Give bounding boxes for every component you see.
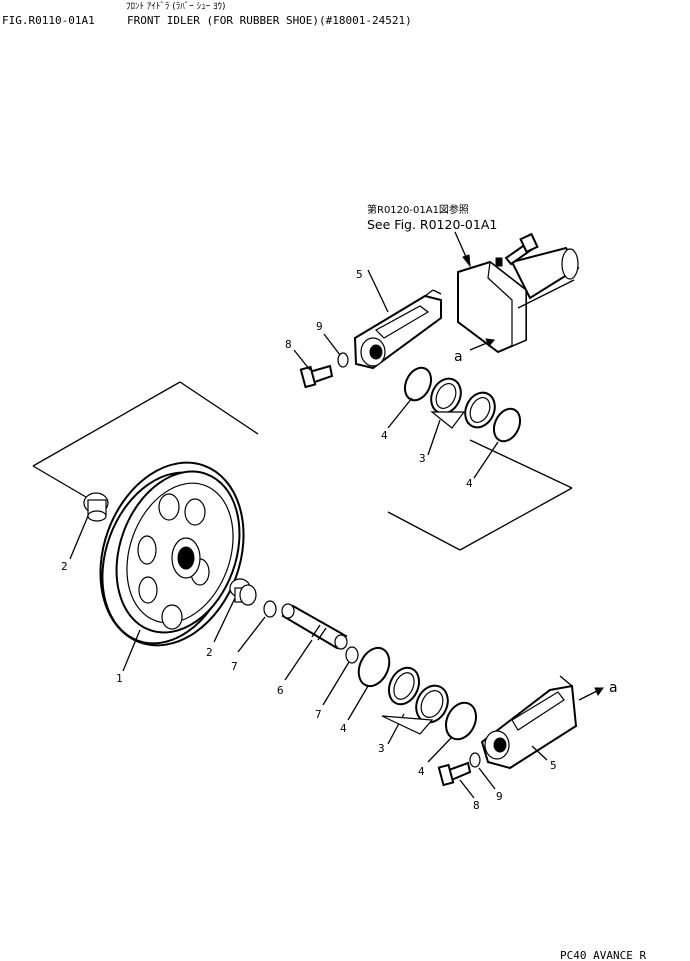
figure-id: FIG.R0110-01A1	[2, 14, 95, 27]
tension-cylinder-assembly	[457, 246, 580, 354]
arrow-a-lower: a	[578, 680, 618, 701]
reference-note-en: See Fig. R0120-01A1	[367, 217, 497, 232]
leader-lines	[69, 269, 548, 799]
callout-8-lower: 8	[473, 799, 480, 812]
callout-1: 1	[116, 672, 123, 685]
washer-lower	[469, 752, 481, 768]
bushing-inner	[229, 578, 257, 606]
header-katakana: ﾌﾛﾝﾄ ｱｲﾄﾞﾗ (ﾗﾊﾞｰ ｼｭｰ ﾖｳ)	[126, 1, 225, 12]
support-bracket-lower	[480, 675, 578, 770]
bushing-outer	[83, 492, 109, 522]
callout-3-lower: 3	[378, 742, 385, 755]
callout-9-upper: 9	[316, 320, 323, 333]
callout-9-lower: 9	[496, 790, 503, 803]
figure-title: FRONT IDLER (FOR RUBBER SHOE)(#18001-245…	[127, 14, 412, 27]
o-ring-lower-left	[357, 646, 391, 688]
bolt-upper	[299, 364, 334, 389]
o-ring-small-b	[345, 646, 359, 664]
floating-seal-upper	[430, 377, 496, 429]
callout-numbers: 1 2 2 7 6 7 4 3 4 8 9 5 5 9 8 4 3 4	[61, 268, 557, 812]
callout-3-upper: 3	[419, 452, 426, 465]
reference-arrowhead	[462, 254, 471, 268]
arrow-a-upper: a	[454, 338, 495, 365]
arrow-a-lower-label: a	[609, 680, 618, 696]
callout-4-lower-right: 4	[418, 765, 425, 778]
o-ring-lower-right	[444, 701, 478, 741]
callout-4-upper-right: 4	[466, 477, 473, 490]
callout-7-b: 7	[315, 708, 322, 721]
tension-bolt	[504, 232, 539, 266]
o-ring-small-a	[263, 600, 277, 618]
callout-6: 6	[277, 684, 284, 697]
shaft	[281, 603, 348, 650]
callout-5-lower: 5	[550, 759, 557, 772]
callout-4-upper-left: 4	[381, 429, 388, 442]
washer-upper	[337, 352, 349, 368]
callout-2-inner: 2	[206, 646, 213, 659]
callout-7-a: 7	[231, 660, 238, 673]
callout-4-lower-left: 4	[340, 722, 347, 735]
idler-wheel	[99, 461, 245, 647]
o-ring-upper-right	[492, 407, 522, 443]
callout-8-upper: 8	[285, 338, 292, 351]
bolt-lower	[437, 761, 472, 787]
support-bracket-upper	[353, 289, 442, 370]
floating-seal-lower	[387, 666, 449, 724]
footer-model: PC40 AVANCE R	[560, 949, 646, 961]
assembly-plane-lines	[32, 381, 573, 551]
arrow-a-upper-label: a	[454, 349, 463, 365]
callout-2-outer: 2	[61, 560, 68, 573]
callout-5-upper: 5	[356, 268, 363, 281]
reference-note-jp: 第R0120-01A1図参照	[367, 203, 469, 216]
